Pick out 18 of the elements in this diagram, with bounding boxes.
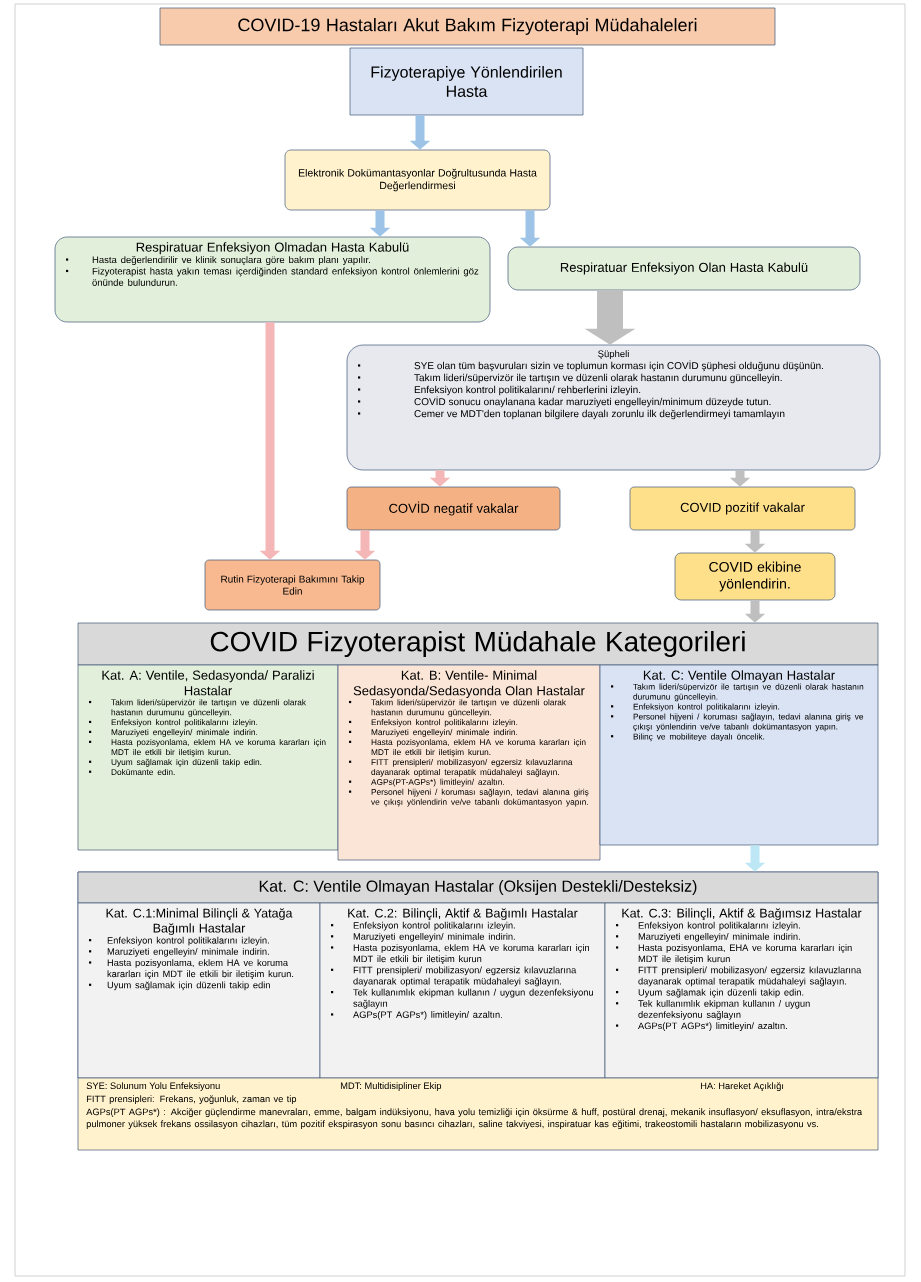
category-box: Kat. C.1:Minimal Bilinçli & Yatağa Bağımlı Hastalar Enfeksiyon kontrol politikalarını izleyin. Maruziyeti engelleyin/ minimale indirin. Hasta pozisyonlama, eklem HA ve koruma kararları için MDT ile etkili bir iletişim kurun. Uyum sağlamak için düzenli takip edin — [77, 902, 321, 1079]
category-box: Kat. C.3: Bilinçli, Aktif & Bağımsız Hastalar Enfeksiyon kontrol politikalarını izleyin. Maruziyeti engelleyin/ minimale indirin. Hasta pozisyonlama, EHA ve koruma kararları için MDT ile iletişim kurun FITT prensipleri/ mobilizasyon/ egzersiz kılavuzlarına dayanarak optimal terapatik müdahaleyi sağlayın. Uyum sağlamak için düzenli takip edin. Tek kullanımlık ekipman kullanın / uygun dezenfeksiyonu sağlayın AGPs(PT AGPs*) limitleyin/ azaltın. — [604, 902, 879, 1079]
process-box: Şüpheli SYE olan tüm başvuruları sizin ve toplumun korması için COVİD şüphesi olduğunu düşünün. Takım lideri/süpervizör ile tartışın ve düzenli olarak hastanın durumunu güncelleyin. Enfeksiyon kontrol politikalarını/ rehberlerini izleyin. COVİD sonucu onaylanana kadar maruziyeti engelleyin/minimum düzeyde tutun. Cemer ve MDT'den toplanan bilgilere dayalı zorunlu ilk değerlendirmeyi tamamlayın — [346, 344, 881, 471]
header-box: COVID Fizyoterapist Müdahale Kategorileri — [77, 622, 879, 666]
note-box: SYE: Solunum Yolu Enfeksiyonu MDT: Multidisipliner Ekip HA: Hareket Açıklığı FITT prensipleri: Frekans, yoğunluk, zaman ve tip AGPs(PT AGPs*) : Akciğer güçlendirme manevraları, emme, balgam indüksiyonu, hava yolu temizliği için öksürme & huff, postüral drenaj, mekanik insuflasyon/ eksuflasyon, intra/ekstra pulmoner yüksek frekans ossilasyon cihazları, tüm pozitif ekspirasyon sonu basıncı cihazları, saline takviyesi, inspiratuar kas eğitimi, trakeostomili hastaların mobilizasyonu vs. — [77, 1077, 879, 1151]
category-box: Kat. C: Ventile Olmayan Hastalar Takım lideri/süpervizör ile tartışın ve düzenli olarak hastanın durumunu güncelleyin. Enfeksiyon kontrol politikalarını izleyin. Personel hijyeni / koruması sağlayın, tedavi alanına giriş ve çıkışı yönlendirin ve/ve tabanlı dokümantasyon yapın. Bilinç ve mobiliteye dayalı öncelik. — [599, 664, 879, 846]
category-box: Kat. B: Ventile- Minimal Sedasyonda/Sedasyonda Olan Hastalar Takım lideri/süpervizör ile tartışın ve düzenli olarak hastanın durumunu güncelleyin. Enfeksiyon kontrol politikalarını izleyin. Maruziyeti engelleyin/ minimale indirin. Hasta pozisyonlama, eklem HA ve koruma kararları için MDT ile etkili bir iletişim kurun. FITT prensipleri/ mobilizasyon/ egzersiz kılavuzlarına dayanarak optimal terapatik müdahaleyi sağlayın. AGPs(PT-AGPs*) limitleyin/ azaltın. Personel hijyeni / koruması sağlayın, tedavi alanına giriş ve çıkışı yönlendirin ve/ve tabanlı dokümantasyon yapın. — [337, 664, 601, 861]
process-box: Fizyoterapiye Yönlendirilen Hasta — [349, 47, 584, 116]
process-box: Elektronik Dokümantasyonlar Doğrultusunda Hasta Değerlendirmesi — [284, 149, 551, 211]
process-box: COVID pozitif vakalar — [629, 486, 856, 531]
category-box: Kat. C.2: Bilinçli, Aktif & Bağımlı Hastalar Enfeksiyon kontrol politikalarını izleyin. Maruziyeti engelleyin/ minimale indirin. Hasta pozisyonlama, eklem HA ve koruma kararları için MDT ile etkili bir iletişim kurun FITT prensipleri/ mobilizasyon/ egzersiz kılavuzlarına dayanarak optimal terapatik müdahaleyi sağlayın. Tek kullanımlık ekipman kullanın / uygun dezenfeksiyonu sağlayın AGPs(PT AGPs*) limitleyin/ azaltın. — [319, 902, 606, 1079]
process-box: COVİD negatif vakalar — [346, 486, 561, 531]
process-box: Respiratuar Enfeksiyon Olmadan Hasta Kabulü Hasta değerlendirilir ve klinik sonuçlara göre bakım planı yapılır. Fizyoterapist hasta yakın teması içerdiğinden standard enfeksiyon kontrol önlemlerini göz önünde bulundurun. — [54, 236, 491, 323]
title-box: COVID-19 Hastaları Akut Bakım Fizyoterapi Müdahaleleri — [159, 7, 776, 46]
process-box: Respiratuar Enfeksiyon Olan Hasta Kabulü — [507, 246, 861, 291]
category-box: Kat. A: Ventile, Sedasyonda/ Paralizi Hastalar Takım lideri/süpervizör ile tartışın ve düzenli olarak hastanın durumunu güncelleyin. Enfeksiyon kontrol politikalarını izleyin. Maruziyeti engelleyin/ minimale indirin. Hasta pozisyonlama, eklem HA ve koruma kararları için MDT ile etkili bir iletişim kurun. Uyum sağlamak için düzenli takip edin. Dokümante edin. — [77, 664, 339, 851]
process-box: COVID ekibine yönlendirin. — [674, 552, 836, 601]
process-box: Rutin Fizyoterapi Bakımını Takip Edin — [204, 559, 381, 611]
